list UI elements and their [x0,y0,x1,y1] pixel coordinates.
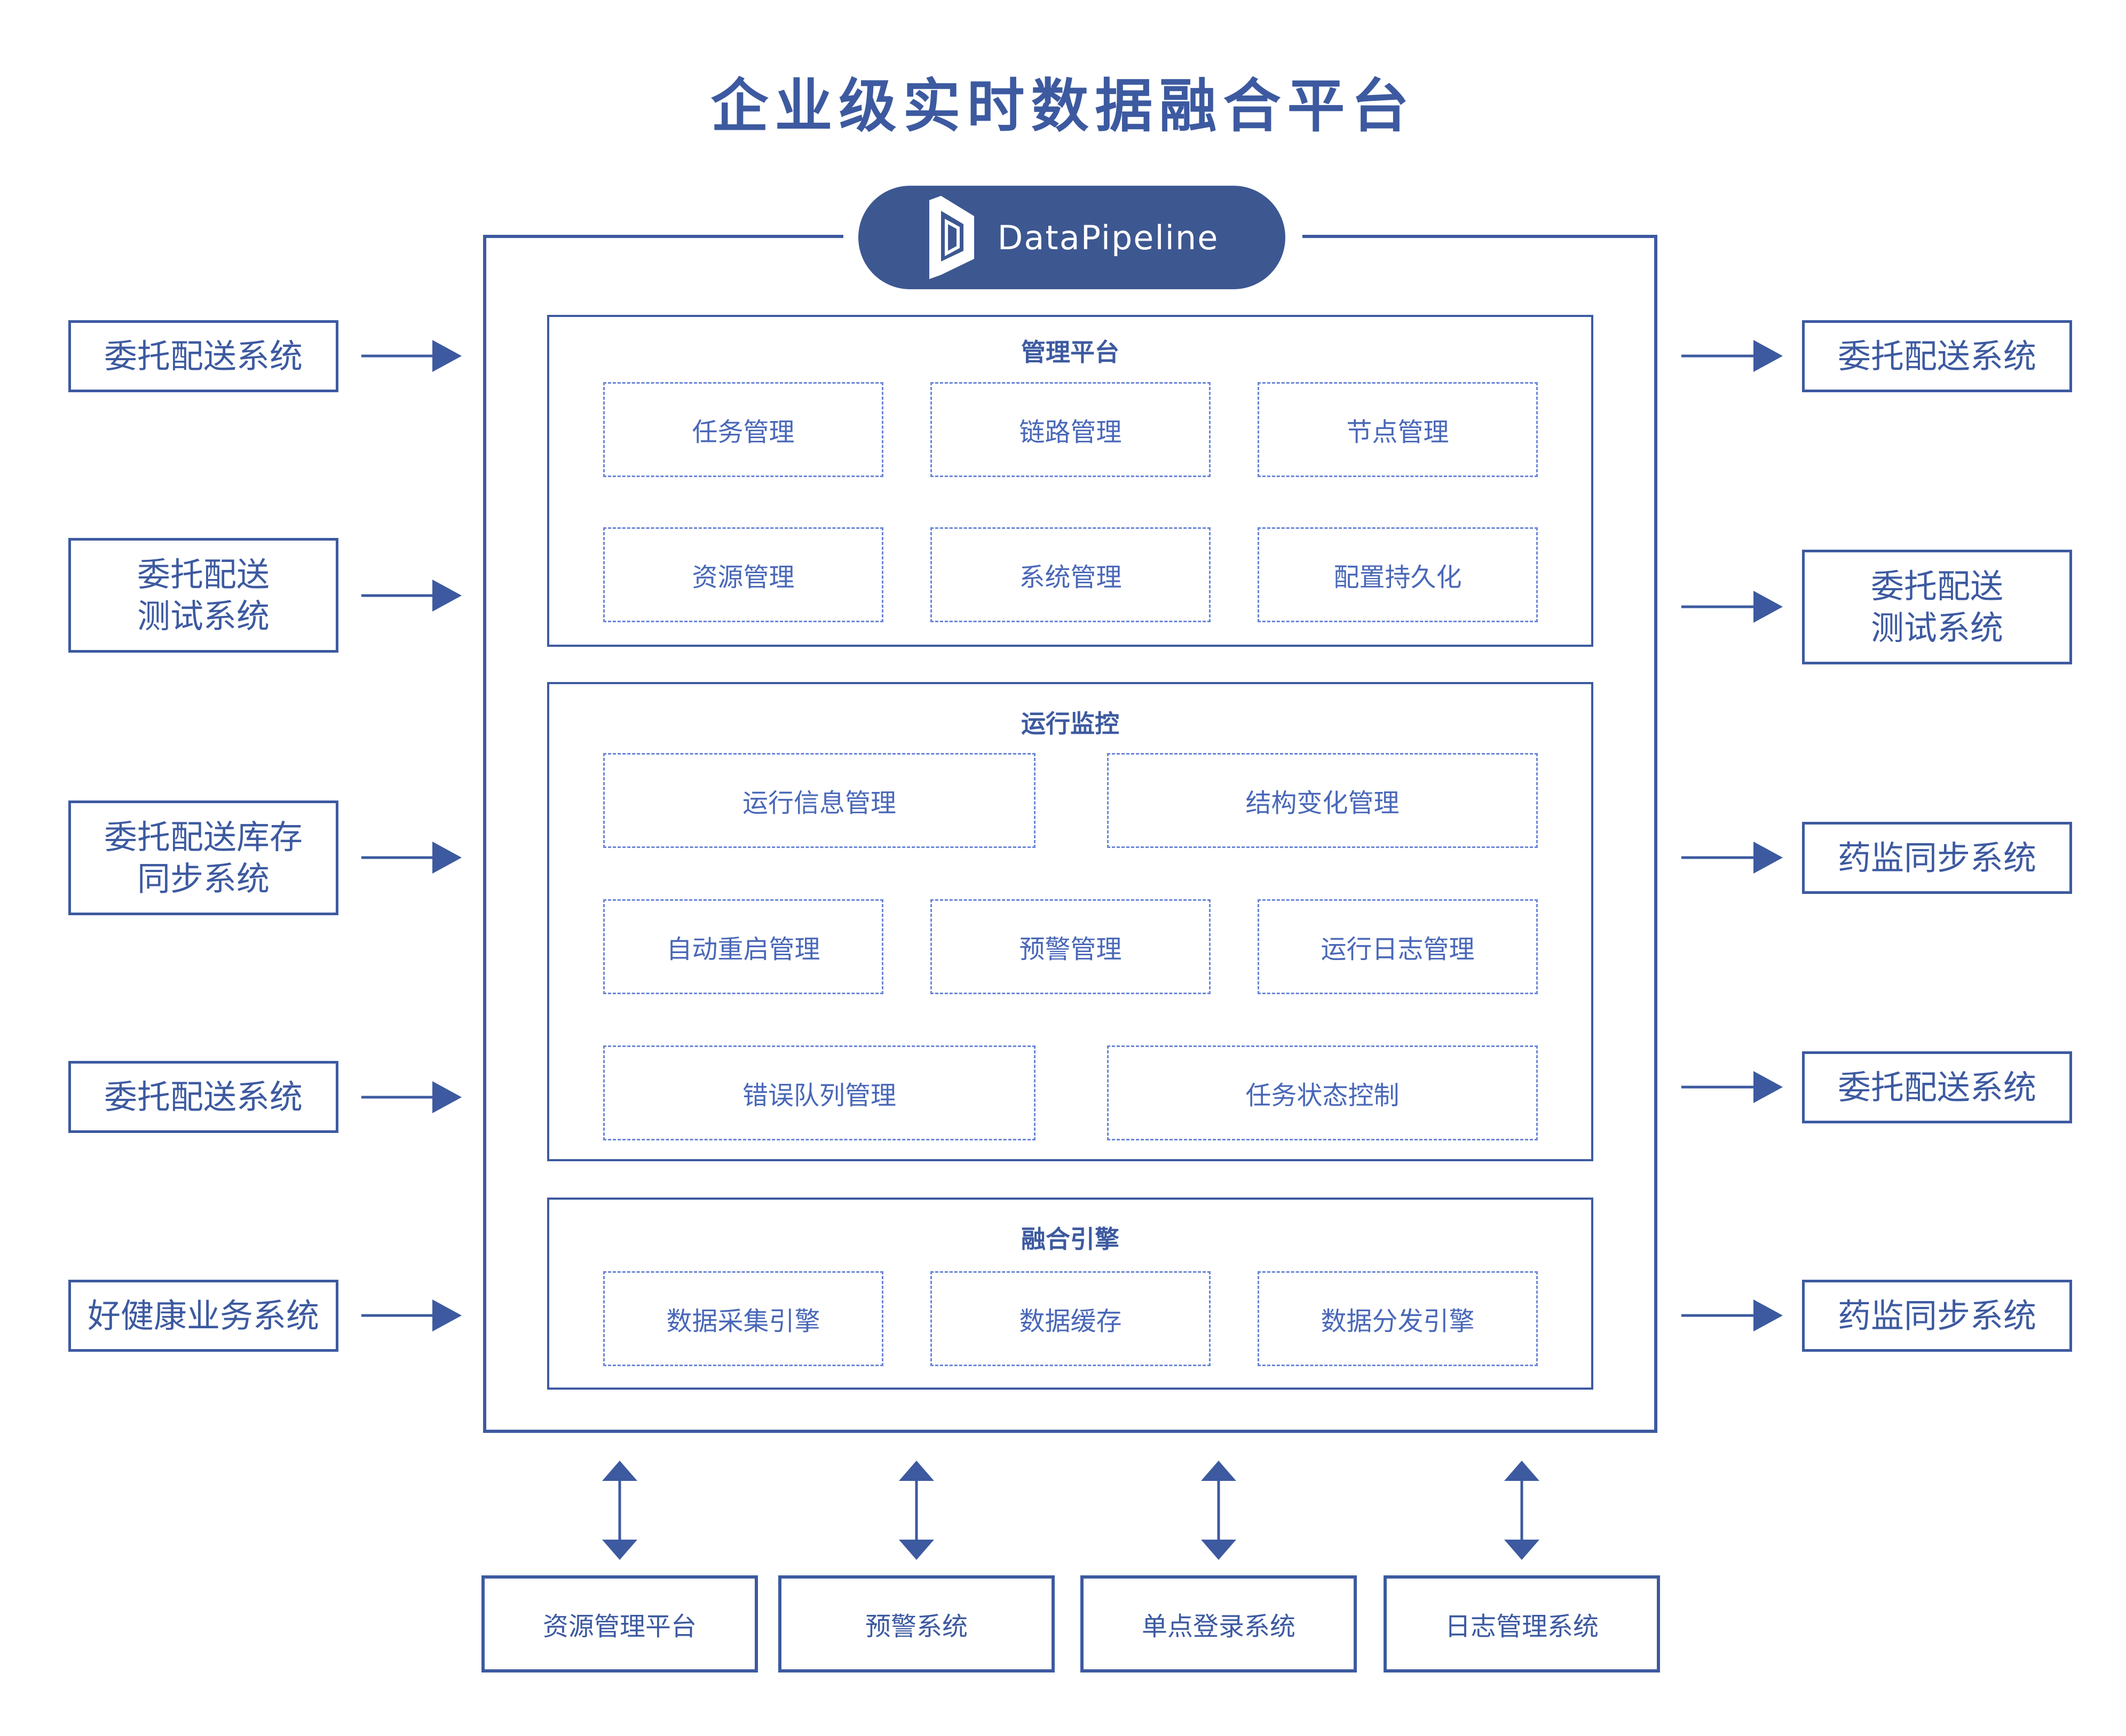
logo-text: DataPipeline [997,218,1219,257]
module-link-management: 链路管理 [930,382,1211,477]
arrow-target-2 [1681,591,1783,623]
arrow-target-3 [1681,842,1783,874]
module-run-info-management: 运行信息管理 [603,753,1036,848]
bottom-system-resource-platform: 资源管理平台 [481,1575,758,1672]
arrow-bottom-4 [1504,1461,1539,1560]
target-system-2: 委托配送 测试系统 [1802,550,2072,664]
source-system-5: 好健康业务系统 [68,1280,338,1352]
module-data-cache: 数据缓存 [930,1271,1211,1366]
datapipeline-logo-icon [929,196,974,279]
module-error-queue-management: 错误队列管理 [603,1045,1036,1140]
arrow-bottom-2 [899,1461,934,1560]
target-system-4: 委托配送系统 [1802,1051,2072,1123]
arrow-source-3 [361,842,462,874]
management-title: 管理平台 [1021,338,1119,367]
source-system-2: 委托配送 测试系统 [68,538,338,653]
module-data-collection-engine: 数据采集引擎 [603,1271,883,1366]
bottom-system-alert: 预警系统 [778,1575,1055,1672]
arrow-source-2 [361,580,462,612]
module-resource-management: 资源管理 [603,527,883,622]
module-auto-restart-management: 自动重启管理 [603,899,883,994]
module-task-management: 任务管理 [603,382,883,477]
target-system-5: 药监同步系统 [1802,1280,2072,1352]
module-system-management: 系统管理 [930,527,1211,622]
module-run-log-management: 运行日志管理 [1258,899,1538,994]
arrow-source-4 [361,1081,462,1113]
monitoring-title: 运行监控 [1021,709,1119,738]
arrow-target-1 [1681,340,1783,372]
monitoring-section: 运行监控 [547,682,1593,1161]
module-node-management: 节点管理 [1258,382,1538,477]
arrow-bottom-1 [602,1461,637,1560]
bottom-system-sso: 单点登录系统 [1080,1575,1357,1672]
arrow-source-1 [361,340,462,372]
module-config-persistence: 配置持久化 [1258,527,1538,622]
module-alert-management: 预警管理 [930,899,1211,994]
target-system-3: 药监同步系统 [1802,822,2072,894]
source-system-4: 委托配送系统 [68,1061,338,1133]
arrow-source-5 [361,1299,462,1331]
source-system-1: 委托配送系统 [68,320,338,392]
target-system-1: 委托配送系统 [1802,320,2072,392]
arrow-bottom-3 [1201,1461,1236,1560]
arrow-target-4 [1681,1071,1783,1103]
management-section: 管理平台 [547,315,1593,647]
module-task-state-control: 任务状态控制 [1107,1045,1538,1140]
source-system-3: 委托配送库存 同步系统 [68,800,338,915]
module-schema-change-management: 结构变化管理 [1107,753,1538,848]
engine-title: 融合引擎 [1021,1225,1119,1254]
datapipeline-logo: DataPipeline [858,186,1285,289]
bottom-system-log-management: 日志管理系统 [1384,1575,1660,1672]
module-data-distribution-engine: 数据分发引擎 [1258,1271,1538,1366]
page-title: 企业级实时数据融合平台 [710,73,1416,140]
engine-section: 融合引擎 [547,1198,1593,1390]
arrow-target-5 [1681,1299,1783,1331]
